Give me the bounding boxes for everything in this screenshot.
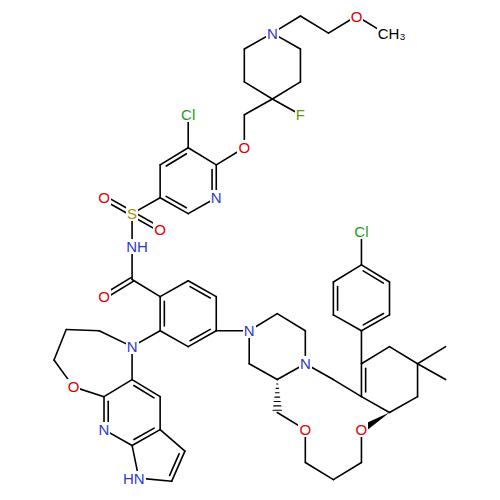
single-bond	[333, 380, 361, 397]
hash-bond	[275, 392, 279, 393]
double-bond-inner	[365, 368, 367, 392]
single-bond	[104, 380, 132, 397]
single-bond	[188, 148, 216, 165]
ring-bond	[361, 364, 363, 397]
double-bond-inner	[337, 287, 339, 311]
single-bond	[418, 364, 446, 380]
hash-bond	[276, 388, 278, 389]
ring-bond	[159, 297, 161, 331]
atom-label: O	[67, 379, 81, 394]
single-bond	[305, 463, 333, 480]
ring-bond	[333, 282, 335, 315]
double-bond-inner	[134, 386, 154, 398]
single-bond	[300, 16, 328, 33]
atom-label: N	[210, 190, 223, 205]
atom-label: O	[355, 422, 369, 437]
single-bond	[244, 82, 272, 99]
single-bond	[160, 430, 185, 452]
ring-bond	[160, 148, 188, 165]
bond-group	[54, 16, 446, 481]
atom-label: O	[97, 289, 111, 304]
atom-label: N	[126, 339, 139, 354]
ring-bond	[132, 380, 160, 397]
single-bond	[361, 347, 389, 364]
single-bond	[54, 330, 66, 361]
atom-label: O	[298, 422, 312, 437]
single-bond	[277, 314, 305, 331]
atom-label: O	[350, 9, 364, 24]
single-bond	[417, 364, 419, 397]
single-bond	[160, 331, 188, 347]
single-bond	[418, 347, 446, 364]
double-bond-inner	[190, 287, 210, 298]
double-bond-inner	[166, 196, 186, 207]
atom-label: S	[126, 206, 138, 221]
single-bond	[361, 331, 363, 364]
single-bond	[390, 397, 418, 413]
double-bond-inner	[363, 313, 383, 324]
single-bond	[389, 282, 391, 315]
single-bond	[333, 265, 361, 282]
atom-label: N	[266, 26, 279, 41]
single-bond	[244, 49, 246, 82]
double-bond-inner	[134, 428, 154, 439]
double-bond-inner	[166, 154, 186, 166]
double-bond-inner	[164, 301, 166, 326]
single-bond	[361, 397, 389, 413]
atom-label: O	[97, 190, 111, 205]
single-bond	[160, 281, 188, 297]
ring-bond	[361, 265, 389, 282]
atom-label: NH	[125, 239, 149, 254]
single-bond	[272, 82, 300, 99]
single-bond	[159, 165, 161, 198]
hash-bond	[277, 383, 278, 384]
single-bond	[244, 99, 272, 115]
single-bond	[132, 280, 160, 297]
atom-label: N	[98, 422, 111, 437]
atom-label: Cl	[180, 107, 196, 122]
atom-label: O	[237, 140, 251, 155]
atom-label: Cl	[353, 224, 369, 239]
atom-label: F	[295, 107, 306, 122]
single-bond	[333, 315, 361, 331]
double-bond-inner	[170, 454, 180, 476]
single-bond	[159, 397, 161, 430]
single-bond	[215, 297, 217, 331]
hash-bond	[273, 410, 281, 411]
single-bond	[249, 364, 277, 380]
single-bond	[333, 463, 361, 480]
single-bond	[66, 330, 99, 331]
atom-label: HN	[122, 471, 146, 486]
double-bond-inner	[190, 329, 210, 340]
hash-bond	[274, 405, 281, 406]
hash-bond	[274, 401, 280, 402]
atom-label: N	[243, 323, 256, 338]
atom-label: O	[153, 222, 167, 237]
atom-label: N	[299, 356, 312, 371]
atom-label: CH₃	[377, 26, 407, 41]
single-bond	[300, 49, 302, 82]
hash-bond	[275, 397, 280, 398]
double-bond-inner	[363, 271, 383, 283]
single-bond	[390, 347, 418, 364]
